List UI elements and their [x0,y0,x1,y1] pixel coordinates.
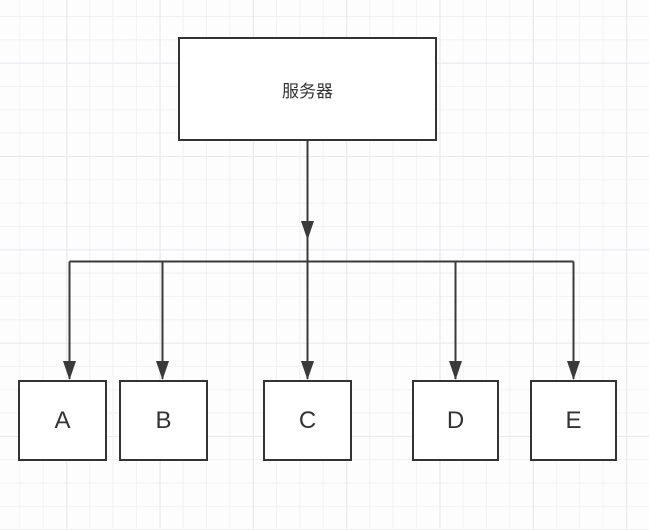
node-d-label: D [446,406,465,434]
node-server[interactable]: 服务器 [178,37,437,141]
node-a-label: A [54,406,71,434]
arrowhead-down-icon [567,361,580,380]
node-a[interactable]: A [18,380,107,461]
arrowhead-down-icon [301,361,314,380]
node-d[interactable]: D [412,380,499,461]
connector-server-to-bus[interactable] [301,141,314,240]
connector-bus-to-c[interactable] [301,240,314,380]
arrowhead-down-icon [63,361,76,380]
connector-bus-to-e[interactable] [567,261,580,381]
arrowhead-down-icon [449,361,462,380]
connector-bus-to-b[interactable] [156,261,169,381]
node-c-label: C [298,406,317,434]
arrowhead-down-icon [301,221,314,240]
node-b[interactable]: B [119,380,208,461]
node-e-label: E [565,406,582,434]
node-c[interactable]: C [263,380,352,461]
connector-bus-to-d[interactable] [449,261,462,381]
connector-bus-to-a[interactable] [63,261,76,381]
node-e[interactable]: E [530,380,617,461]
node-b-label: B [155,406,172,434]
arrowhead-down-icon [156,361,169,380]
node-server-label: 服务器 [282,81,333,101]
